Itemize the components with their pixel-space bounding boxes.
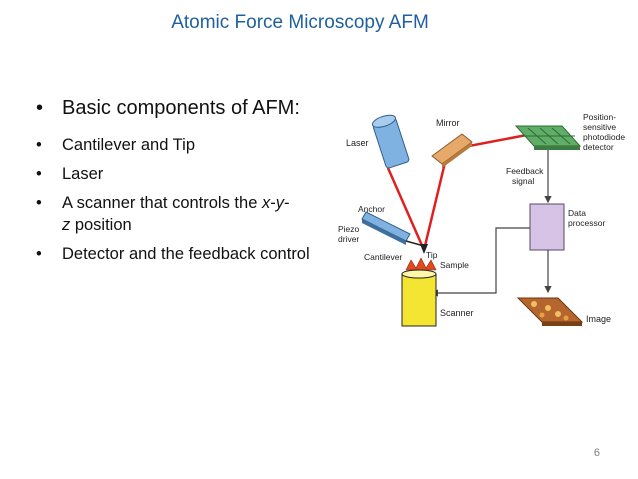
data-processor-label-2: processor bbox=[568, 218, 605, 228]
detector-label-1: Position- bbox=[583, 112, 616, 122]
data-processor-label-1: Data bbox=[568, 208, 586, 218]
processor-to-scanner-arrow bbox=[430, 227, 530, 297]
detector-label-2: sensitive bbox=[583, 122, 616, 132]
sample-label: Sample bbox=[440, 260, 469, 270]
cantilever-assembly bbox=[361, 211, 428, 254]
bullet-detector-feedback: Detector and the feedback control bbox=[32, 243, 337, 265]
detector-label-3: photodiode bbox=[583, 132, 625, 142]
bullet-scanner: A scanner that controls the x-y-z positi… bbox=[32, 192, 337, 236]
detector-label-4: detector bbox=[583, 142, 614, 152]
bullet-laser: Laser bbox=[32, 163, 337, 185]
anchor-block bbox=[362, 219, 406, 245]
piezo-label-2: driver bbox=[338, 234, 359, 244]
laser-label: Laser bbox=[346, 138, 369, 148]
tip-icon bbox=[420, 244, 428, 254]
slide-number: 6 bbox=[593, 447, 600, 459]
beam-laser-to-tip bbox=[386, 167, 426, 251]
mirror-label: Mirror bbox=[436, 118, 460, 128]
cantilever-label: Cantilever bbox=[364, 252, 402, 262]
scanner-label: Scanner bbox=[440, 308, 474, 318]
piezo-label-1: Piezo bbox=[338, 224, 360, 234]
image-label: Image bbox=[586, 314, 611, 324]
afm-diagram: Laser Mirror Position- sensitive photodi… bbox=[338, 112, 625, 327]
bullet-cantilever-tip: Cantilever and Tip bbox=[32, 134, 337, 156]
feedback-label-1: Feedback bbox=[506, 166, 544, 176]
bullet-list: Basic components of AFM: Cantilever and … bbox=[32, 96, 337, 272]
slide-title: Atomic Force Microscopy AFM bbox=[171, 12, 429, 33]
mirror-icon bbox=[431, 133, 473, 168]
photodiode-detector-icon bbox=[514, 125, 582, 150]
bullet-heading: Basic components of AFM: bbox=[32, 96, 337, 120]
beam-tip-to-mirror bbox=[422, 149, 450, 251]
anchor-label: Anchor bbox=[358, 204, 385, 214]
data-processor-box bbox=[529, 203, 565, 251]
image-icon bbox=[516, 297, 584, 326]
laser-icon bbox=[371, 114, 410, 169]
feedback-label-2: signal bbox=[512, 176, 534, 186]
sample-icon bbox=[405, 257, 437, 271]
scanner-icon bbox=[401, 269, 437, 327]
tip-label: Tip bbox=[426, 250, 438, 260]
